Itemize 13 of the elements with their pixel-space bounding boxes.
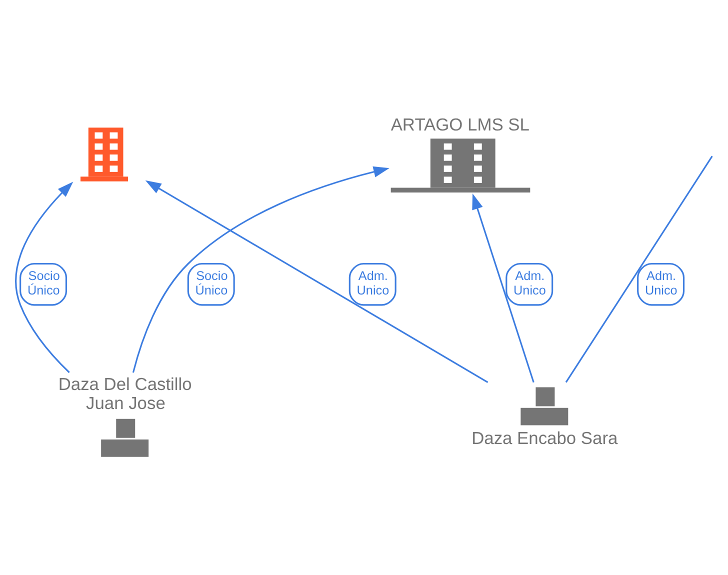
arrow [472, 193, 534, 383]
arrow [132, 166, 390, 373]
node-label: ARTAGO LMS SL [390, 114, 530, 134]
node-label: Daza Del Castillo Juan Jose [58, 374, 192, 414]
edge-label: Adm. Unico [644, 269, 678, 298]
edge-label: Socio Único [27, 269, 60, 298]
edge-label: Socio Único [195, 269, 228, 298]
connector [565, 156, 713, 383]
edge-label: Adm. Unico [514, 269, 546, 298]
arrow [15, 182, 74, 374]
edge-label: Adm. Unico [356, 269, 390, 298]
node-label: Daza Encabo Sara [472, 428, 618, 448]
arrow [145, 180, 488, 384]
